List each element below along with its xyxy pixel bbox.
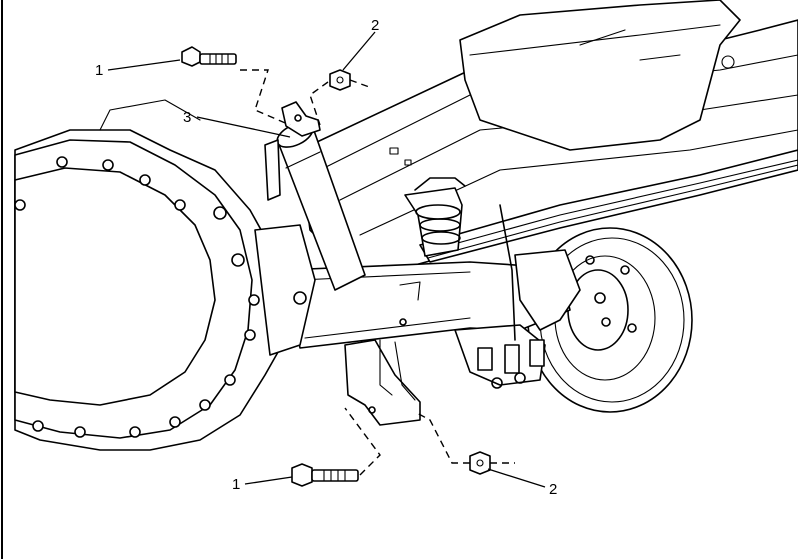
shock-absorber <box>276 101 366 291</box>
callout-1-bottom: 1 <box>232 476 240 493</box>
callout-1-top: 1 <box>95 62 103 79</box>
assembly-guide-lines <box>240 69 515 476</box>
lower-shock-bolt <box>291 463 359 487</box>
brake-line <box>499 204 516 341</box>
upper-shock-nut <box>329 69 351 91</box>
callout-2-bottom: 2 <box>549 481 557 498</box>
upper-shock-bolt <box>181 46 237 67</box>
lower-shock-bracket <box>344 339 421 426</box>
crossmember <box>459 0 741 151</box>
callout-3: 3 <box>183 109 191 126</box>
brake-hardware <box>454 249 581 389</box>
leaf-spring <box>419 149 798 263</box>
upper-shock-mount <box>264 139 281 201</box>
leader-line-2-bottom <box>487 468 546 488</box>
leader-line-1-bottom <box>244 476 293 485</box>
jounce-bumper <box>404 177 466 257</box>
leader-line-1-top <box>107 59 181 71</box>
leader-line-2-top <box>342 31 376 71</box>
leader-line-3 <box>196 116 291 138</box>
callout-2-top: 2 <box>371 17 379 34</box>
lower-shock-nut <box>469 451 491 475</box>
differential-housing <box>14 99 316 451</box>
